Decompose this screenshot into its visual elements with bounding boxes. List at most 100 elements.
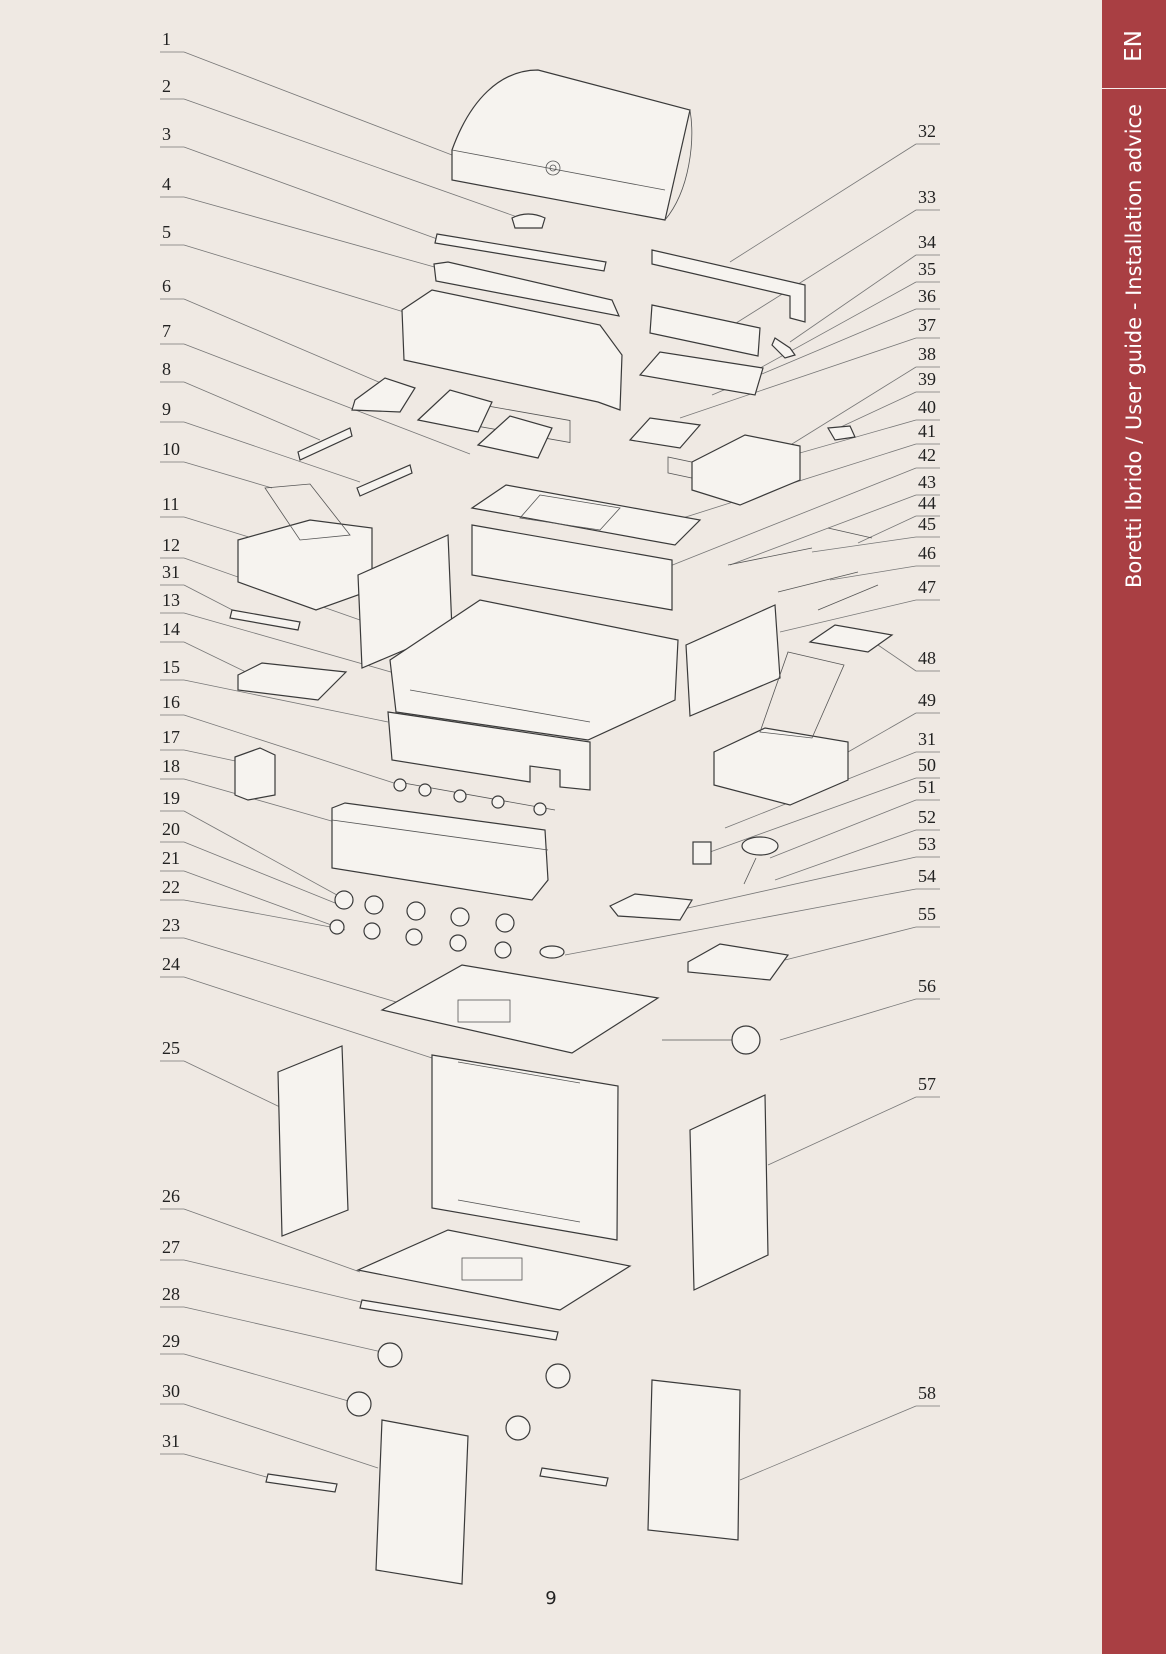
callout-label: 3 [162, 124, 171, 144]
callout-label: 8 [162, 359, 171, 379]
leader-line [829, 391, 917, 433]
leader-line [183, 714, 401, 786]
part-burner-tubes [727, 527, 879, 611]
callout-label: 22 [162, 877, 180, 897]
callout-label: 12 [162, 535, 180, 555]
part-plate-38 [827, 425, 856, 441]
grill-parts-line-art [229, 69, 894, 1585]
part-rail-8 [297, 427, 353, 461]
callout-label: 17 [162, 727, 180, 747]
callout-label: 50 [918, 755, 936, 775]
callout-label: 7 [162, 321, 171, 341]
leader-line [183, 381, 321, 441]
part-valve-manifold [393, 778, 556, 816]
callout-label: 36 [918, 286, 936, 306]
part-tray-14 [237, 662, 348, 701]
exploded-parts-diagram: 1234567891011123113141516171819202122232… [160, 29, 940, 1585]
callout-label: 58 [918, 1383, 936, 1403]
callout-label: 33 [918, 187, 936, 207]
part-cart-side-right [689, 1094, 769, 1291]
language-tab[interactable]: EN [1102, 8, 1166, 84]
part-rear-panel [431, 1054, 619, 1241]
leader-line [183, 1060, 283, 1109]
callout-label: 14 [162, 619, 180, 639]
part-flame-tamer-3 [476, 415, 553, 459]
leader-line [739, 1405, 917, 1481]
part-door-handle-right [539, 1467, 609, 1487]
part-door-left [375, 1419, 469, 1585]
leader-line [183, 1353, 353, 1403]
callout-label: 41 [918, 421, 936, 441]
callout-label: 15 [162, 657, 180, 677]
callout-label: 26 [162, 1186, 180, 1206]
leader-line [183, 1306, 383, 1353]
leader-line [183, 841, 341, 906]
part-control-panel [331, 802, 549, 901]
leader-line [741, 281, 917, 379]
part-logo-badge [539, 945, 565, 959]
leader-line [183, 1453, 271, 1479]
part-burner-tube-51 [743, 857, 757, 885]
leader-line [729, 494, 917, 566]
leader-line [183, 298, 389, 387]
part-cart-side-left [277, 1045, 349, 1237]
leader-line [784, 926, 917, 961]
leader-line [729, 143, 917, 263]
part-heat-shield [433, 261, 621, 317]
part-cooking-grates [470, 484, 702, 546]
callout-label: 47 [918, 577, 936, 597]
leader-line [183, 899, 337, 929]
leader-line [779, 998, 917, 1041]
callout-label: 23 [162, 915, 180, 935]
callout-label: 24 [162, 954, 180, 974]
part-number-labels: 1234567891011123113141516171819202122232… [162, 29, 936, 1451]
callout-label: 54 [918, 866, 936, 886]
callout-label: 2 [162, 76, 171, 96]
callout-label: 27 [162, 1237, 180, 1257]
page-number: 9 [545, 1588, 557, 1609]
callout-label: 43 [918, 472, 936, 492]
leader-line [183, 976, 433, 1059]
callout-label: 31 [162, 1431, 180, 1451]
leader-line [774, 829, 917, 881]
part-door-handle-left [265, 1473, 338, 1493]
leader-line [183, 810, 347, 901]
leader-line [679, 337, 917, 419]
callout-label: 21 [162, 848, 180, 868]
part-lower-shelf [380, 964, 660, 1054]
leader-line [789, 254, 917, 343]
leader-line [183, 98, 521, 219]
leader-line [183, 516, 253, 539]
document-title: Boretti Ibrido / User guide - Installati… [1122, 103, 1146, 589]
leader-line [659, 467, 917, 571]
sidebar-band [1102, 0, 1166, 1654]
leader-line [847, 712, 917, 753]
part-clip [771, 337, 796, 359]
callout-label: 37 [918, 315, 936, 335]
part-flame-tamer-2 [416, 389, 493, 433]
part-rear-hood-bracket [651, 249, 806, 323]
callout-label: 31 [918, 729, 936, 749]
callout-label: 44 [918, 493, 936, 513]
part-handle-bar [434, 233, 607, 272]
leader-line [829, 565, 917, 581]
callout-label: 19 [162, 788, 180, 808]
leader-line [669, 856, 917, 913]
callout-label: 45 [918, 514, 936, 534]
part-bottom-shelf [356, 1229, 632, 1311]
callout-label: 9 [162, 399, 171, 419]
callout-label: 55 [918, 904, 936, 924]
callout-label: 1 [162, 29, 171, 49]
part-ignition-50 [692, 841, 712, 865]
leader-line [183, 641, 251, 675]
callout-label: 52 [918, 807, 936, 827]
leader-line [183, 870, 346, 931]
part-rail-9 [356, 464, 413, 497]
callout-label: 28 [162, 1284, 180, 1304]
part-warming-grid-36 [628, 417, 702, 449]
leader-line [769, 799, 917, 859]
leader-line [183, 749, 241, 763]
callout-label: 16 [162, 692, 180, 712]
part-firebox-front [471, 524, 673, 611]
callout-label: 31 [162, 562, 180, 582]
